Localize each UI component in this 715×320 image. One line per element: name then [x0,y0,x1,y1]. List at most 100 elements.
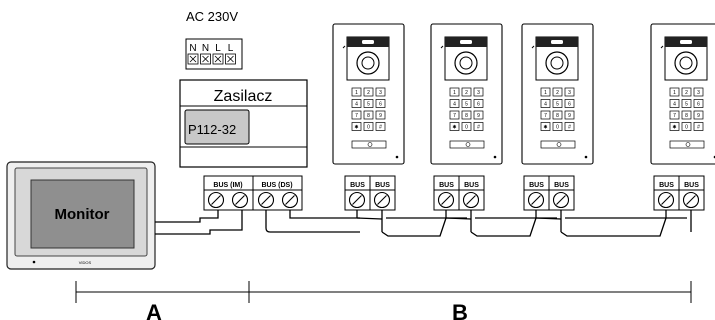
keypad-key-label: 0 [367,125,370,131]
keypad-key [681,99,692,108]
keypad-key-label: 3 [697,90,700,96]
bell-icon [351,140,387,149]
microphone-icon [584,155,588,159]
keypad-key-label: 2 [685,90,688,96]
keypad-key [461,122,472,131]
keypad-key [681,110,692,120]
terminal-screw [373,191,391,209]
section-markers [75,281,692,303]
keypad-key-label: # [568,125,571,131]
bell-icon [669,140,705,149]
keypad-key-label: ✱ [354,125,358,131]
keypad-key [449,122,460,131]
mains-terminal-letter: N [189,43,196,54]
camera-icon [531,36,579,81]
keypad-key [375,99,386,108]
keypad-key-label: 8 [367,113,370,119]
section-a-label: A [146,300,162,320]
keypad-key-label: 3 [568,90,571,96]
keypad-key-label: 2 [465,90,468,96]
bus-label: BUS [529,182,544,189]
bell-icon [540,140,576,149]
monitor-label: Monitor [55,206,110,223]
keypad-key-label: 8 [556,113,559,119]
keypad-key [351,122,362,131]
mains-terminal-letter: L [228,43,234,54]
keypad-key [351,110,362,120]
keypad-key [669,110,680,120]
keypad-key [552,99,563,108]
keypad-key [363,122,374,131]
microphone-icon [395,155,399,159]
mains-screw [225,53,236,65]
keypad-key-label: # [379,125,382,131]
keypad-key [363,110,374,120]
keypad-key-label: 5 [367,102,370,108]
keypad-key-label: 2 [367,90,370,96]
keypad-key-label: 5 [556,102,559,108]
keypad-key [363,87,374,97]
keypad-key-label: 7 [544,113,547,119]
keypad-key-label: 4 [355,102,358,108]
keypad-key-label: 5 [685,102,688,108]
keypad-key [552,122,563,131]
keypad-key-label: 4 [544,102,547,108]
keypad-key [351,99,362,108]
keypad-key-label: 0 [465,125,468,131]
bus-label: BUS [350,182,365,189]
keypad-key-label: 9 [697,113,700,119]
power-supply-title: Zasilacz [214,88,273,105]
keypad-key [564,122,575,131]
monitor-screen [30,179,135,249]
keypad-key-label: 0 [556,125,559,131]
keypad-key [681,122,692,131]
keypad-key [552,87,563,97]
keypad-key [681,87,692,97]
keypad-key-label: 6 [568,102,571,108]
terminal-screw [348,191,366,209]
keypad-key-label: ✱ [452,125,456,131]
station-chain-wiring [356,207,692,237]
keypad-key [473,122,484,131]
keypad-key [564,110,575,120]
keypad-key [693,122,704,131]
mains-screw [200,53,211,65]
monitor-unit: Monitor VIDOS [6,161,156,270]
bell-icon [449,140,485,149]
microphone-icon [493,155,497,159]
power-supply-model: P112-32 [188,122,236,137]
ac-voltage-label: AC 230V [186,9,238,24]
keypad-key-label: 7 [453,113,456,119]
keypad-key-label: 4 [673,102,676,108]
keypad-key [473,110,484,120]
keypad-key [540,99,551,108]
keypad-key [461,110,472,120]
monitor-led [32,260,36,264]
terminal-screw [527,191,545,209]
keypad-key-label: 6 [697,102,700,108]
keypad-key-label: 3 [379,90,382,96]
section-b-label: B [452,300,468,320]
keypad-key [449,87,460,97]
terminal-screw [682,191,700,209]
keypad-key-label: ✱ [543,125,547,131]
terminal-screw [281,191,299,209]
keypad-key [473,99,484,108]
keypad-key-label: # [477,125,480,131]
bus-im-label: BUS (IM) [213,182,242,189]
camera-icon [342,36,390,81]
terminal-screw [552,191,570,209]
keypad-key-label: 7 [673,113,676,119]
camera-icon [440,36,488,81]
keypad-key [540,122,551,131]
keypad-key-label: 4 [453,102,456,108]
